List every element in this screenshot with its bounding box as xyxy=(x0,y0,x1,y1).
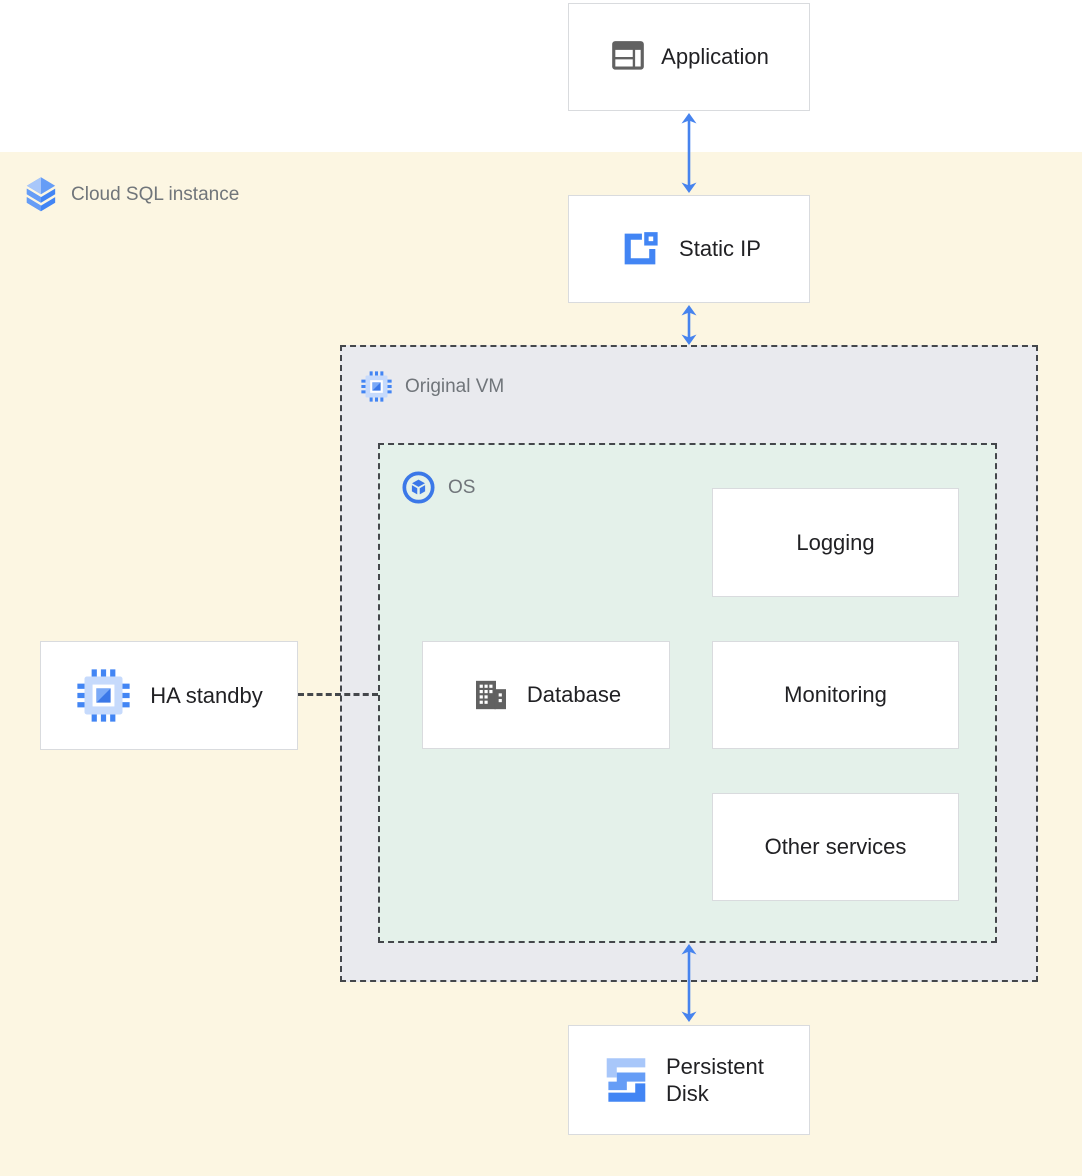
dashed-link-hastandby-os xyxy=(298,693,378,696)
arrow-application-staticip xyxy=(681,113,697,193)
node-ha-standby-label: HA standby xyxy=(150,682,263,708)
os-region: OS Logging xyxy=(378,443,997,943)
node-logging-label: Logging xyxy=(796,529,875,555)
cloud-sql-region-label-text: Cloud SQL instance xyxy=(71,184,240,205)
arrow-staticip-vm xyxy=(681,305,697,345)
node-logging: Logging xyxy=(712,488,959,597)
static-ip-icon xyxy=(624,232,658,265)
node-other-services-label: Other services xyxy=(764,834,907,860)
compute-engine-icon xyxy=(77,669,130,722)
persistent-disk-icon xyxy=(606,1058,646,1102)
os-icon xyxy=(402,471,435,504)
os-region-label: OS xyxy=(402,471,475,504)
database-icon xyxy=(475,680,506,710)
compute-engine-icon xyxy=(361,371,392,402)
node-ha-standby: HA standby xyxy=(40,641,298,750)
node-application: Application xyxy=(568,3,810,111)
node-monitoring-label: Monitoring xyxy=(784,682,887,708)
original-vm-region: Original VM OS Logging xyxy=(340,345,1038,982)
cloud-sql-region-label: Cloud SQL instance xyxy=(24,176,239,214)
original-vm-region-label: Original VM xyxy=(360,370,504,403)
node-database-label: Database xyxy=(526,682,622,708)
cloud-sql-icon xyxy=(26,177,56,212)
os-region-label-text: OS xyxy=(448,476,476,498)
node-persistent-disk: Persistent Disk xyxy=(568,1025,810,1135)
node-application-label: Application xyxy=(661,44,769,70)
node-persistent-disk-label: Persistent Disk xyxy=(666,1053,764,1107)
node-static-ip: Static IP xyxy=(568,195,810,303)
node-static-ip-label: Static IP xyxy=(679,236,761,262)
node-monitoring: Monitoring xyxy=(712,641,959,749)
original-vm-region-label-text: Original VM xyxy=(405,375,505,397)
node-other-services: Other services xyxy=(712,793,959,901)
arrow-os-persistentdisk xyxy=(681,944,697,1022)
application-icon xyxy=(612,41,645,70)
node-database: Database xyxy=(422,641,670,749)
